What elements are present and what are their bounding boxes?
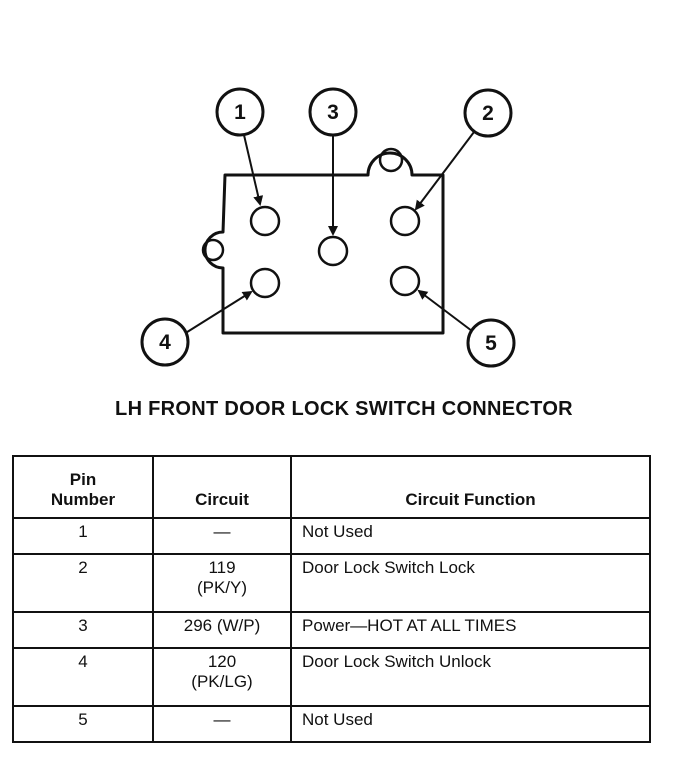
pin-callout-4: 4 (140, 317, 190, 367)
cell-circuit-line1: — (213, 522, 231, 541)
header-pin-number: Pin Number (12, 455, 154, 519)
pin-callout-3: 3 (308, 87, 358, 137)
connector-title: LH FRONT DOOR LOCK SWITCH CONNECTOR (115, 398, 573, 420)
table-header-row: Pin Number Circuit Circuit Function (12, 455, 651, 519)
cell-pin: 5 (12, 705, 154, 743)
cell-circuit: — (152, 705, 292, 743)
cell-function: Not Used (290, 705, 651, 743)
cell-circuit: 296 (W/P) (152, 611, 292, 649)
cell-pin: 4 (12, 647, 154, 707)
pin-cavity-5 (389, 265, 421, 297)
leader-arrow-4 (183, 290, 253, 335)
header-pin-line1: Pin (69, 470, 97, 489)
pin-callout-1: 1 (215, 87, 265, 137)
cell-circuit-line1: 296 (W/P) (183, 616, 261, 635)
table-row: 5 — Not Used (12, 705, 651, 743)
leader-arrow-5 (417, 289, 473, 332)
left-mounting-ear-hole (201, 238, 225, 262)
top-mounting-ear-hole (378, 147, 404, 173)
pin-cavity-3 (317, 235, 349, 267)
leader-arrow-1 (243, 134, 264, 206)
pin-callout-label: 3 (327, 101, 339, 124)
cell-circuit-line2: (PK/Y) (196, 578, 248, 597)
pin-callout-label: 1 (234, 101, 246, 124)
leader-arrow-2 (414, 131, 475, 211)
table-row: 4 120 (PK/LG) Door Lock Switch Unlock (12, 647, 651, 707)
table-row: 3 296 (W/P) Power—HOT AT ALL TIMES (12, 611, 651, 649)
cell-pin: 1 (12, 517, 154, 555)
header-pin-line2: Number (50, 490, 116, 509)
cell-pin: 2 (12, 553, 154, 613)
cell-circuit-line1: — (213, 710, 231, 729)
pin-callout-5: 5 (466, 318, 516, 368)
pin-callout-label: 2 (482, 102, 494, 125)
pin-callout-2: 2 (463, 88, 513, 138)
pin-cavity-1 (249, 205, 281, 237)
cell-circuit: 119 (PK/Y) (152, 553, 292, 613)
cell-function: Door Lock Switch Unlock (290, 647, 651, 707)
cell-function: Door Lock Switch Lock (290, 553, 651, 613)
pin-callout-label: 4 (159, 331, 171, 354)
header-circuit-function: Circuit Function (290, 455, 651, 519)
cell-function: Power—HOT AT ALL TIMES (290, 611, 651, 649)
header-circuit: Circuit (152, 455, 292, 519)
table-row: 1 — Not Used (12, 517, 651, 555)
cell-circuit: — (152, 517, 292, 555)
cell-circuit: 120 (PK/LG) (152, 647, 292, 707)
pin-cavity-2 (389, 205, 421, 237)
cell-circuit-line2: (PK/LG) (191, 672, 253, 691)
cell-function: Not Used (290, 517, 651, 555)
cell-pin: 3 (12, 611, 154, 649)
pin-function-table: Pin Number Circuit Circuit Function 1 — … (12, 455, 651, 743)
pin-cavity-4 (249, 267, 281, 299)
table-row: 2 119 (PK/Y) Door Lock Switch Lock (12, 553, 651, 613)
connector-diagram: 1 3 2 4 5 (140, 87, 516, 368)
cell-circuit-line1: 120 (207, 652, 237, 671)
pin-callout-label: 5 (485, 332, 497, 355)
cell-circuit-line1: 119 (208, 558, 236, 577)
